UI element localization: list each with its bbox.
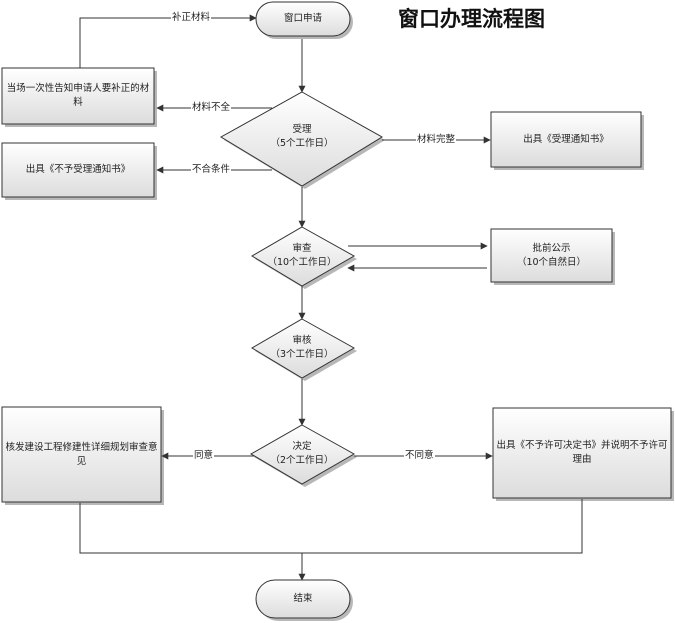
accept-subtitle: （5个工作日） (270, 138, 334, 149)
end-label: 结束 (256, 580, 350, 618)
start-label: 窗口申请 (256, 2, 350, 36)
decision-title: 决定 (292, 441, 312, 452)
reject-notice-text: 出具《不予受理通知书》 (25, 164, 131, 175)
review-label: 审查 （10个工作日） (257, 238, 347, 274)
approve-opinion-label: 核发建设工程修建性详细规划审查意见 (4, 409, 159, 500)
audit-diamond (251, 318, 356, 379)
reject-notice-label: 出具《不予受理通知书》 (2, 143, 154, 197)
publicity-subtitle: （10个自然日） (516, 256, 587, 268)
accept-notice-box (490, 111, 642, 168)
review-title: 审查 (292, 243, 312, 254)
approve-opinion-box (1, 406, 162, 503)
start-text: 窗口申请 (283, 13, 322, 24)
approve-opinion-text: 核发建设工程修建性详细规划审查意见 (5, 441, 158, 467)
publicity-title: 批前公示 (532, 242, 571, 254)
edge-label-disagree: 不同意 (404, 450, 435, 462)
edge-label-complete: 材料完整 (416, 134, 457, 146)
audit-title: 审核 (292, 335, 312, 346)
reject-notice-box (1, 142, 155, 198)
accept-diamond (220, 91, 383, 187)
audit-subtitle: （3个工作日） (270, 349, 334, 360)
page-title: 窗口办理流程图 (398, 6, 545, 31)
decision-label: 决定 （2个工作日） (257, 436, 347, 472)
end-text: 结束 (293, 593, 313, 604)
accept-title: 受理 (292, 124, 312, 135)
review-diamond (251, 226, 356, 287)
edge-label-supplement: 补正材料 (171, 12, 212, 24)
notify-supplement-box (1, 67, 155, 125)
audit-label: 审核 （3个工作日） (257, 330, 347, 366)
review-subtitle: （10个工作日） (267, 257, 337, 268)
decision-diamond (250, 424, 356, 485)
publicity-box (490, 228, 613, 283)
deny-decision-box (492, 407, 672, 499)
start-terminator (255, 1, 351, 37)
accept-label: 受理 （5个工作日） (246, 116, 358, 158)
deny-decision-text: 出具《不予许可决定书》并说明不予许可理由 (496, 440, 668, 465)
notify-supplement-text: 当场一次性告知申请人要补正的材料 (6, 83, 150, 108)
publicity-label: 批前公示 （10个自然日） (491, 229, 612, 282)
deny-decision-label: 出具《不予许可决定书》并说明不予许可理由 (496, 410, 668, 496)
notify-supplement-label: 当场一次性告知申请人要补正的材料 (4, 70, 152, 122)
edge-label-ineligible: 不合条件 (191, 164, 232, 176)
decision-subtitle: （2个工作日） (270, 455, 334, 466)
edge-label-agree: 同意 (193, 450, 215, 462)
end-terminator (255, 579, 351, 619)
accept-notice-label: 出具《受理通知书》 (491, 112, 641, 167)
accept-notice-text: 出具《受理通知书》 (523, 133, 609, 145)
edge-label-incomplete: 材料不全 (191, 102, 232, 114)
